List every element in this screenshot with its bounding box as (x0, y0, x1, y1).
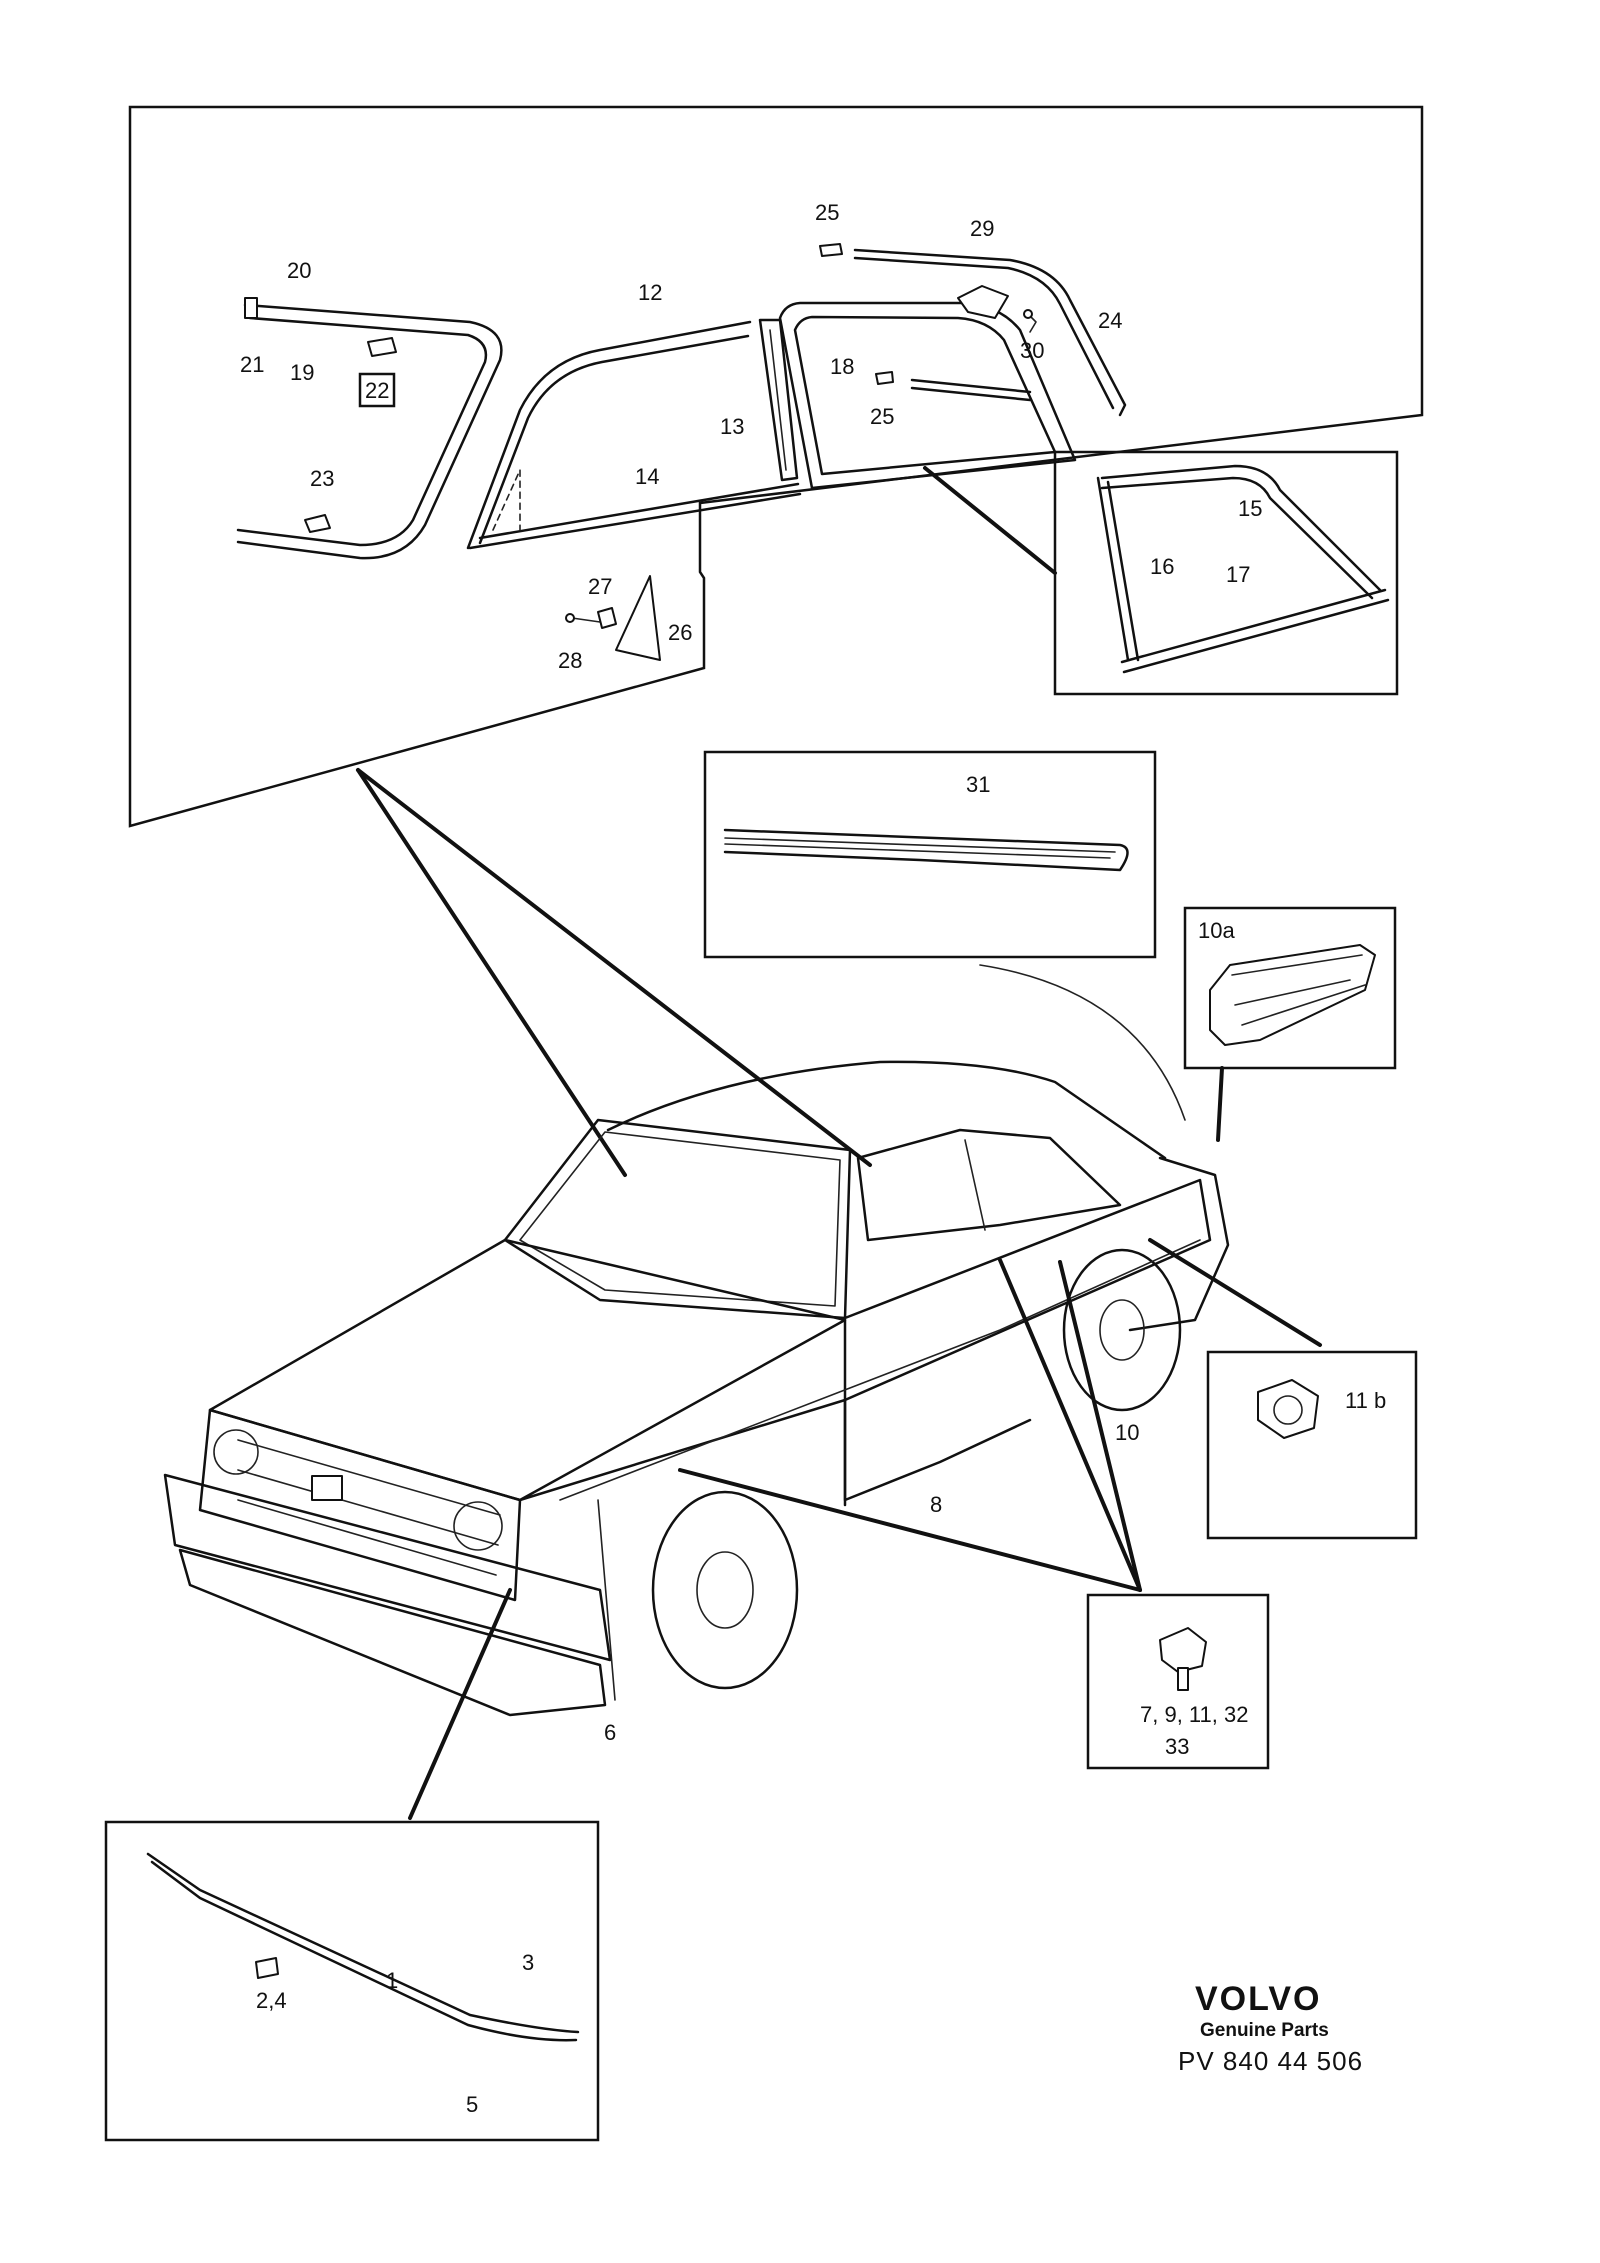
callout-24: 24 (1098, 308, 1122, 333)
front-molding-detail (104, 1588, 600, 2142)
callout-8: 8 (930, 1492, 942, 1517)
callout-11b: 11 b (1345, 1388, 1386, 1413)
callout-29: 29 (970, 216, 994, 241)
callout-31: 31 (966, 772, 990, 797)
callout-28: 28 (558, 648, 582, 673)
clip-11b-detail (1206, 1350, 1418, 1540)
callout-27: 27 (588, 574, 612, 599)
callout-arrows (356, 466, 1186, 1177)
callout-1: 1 (386, 1968, 398, 1993)
pointer-arrows (678, 1238, 1322, 1592)
callout-3: 3 (522, 1950, 534, 1975)
callout-22-box (358, 372, 396, 408)
brand-subtitle: Genuine Parts (1200, 2020, 1329, 2041)
window-trim-detail-panel (128, 105, 1424, 828)
callout-labels: 20 21 19 22 23 12 13 14 18 25 25 29 24 3… (240, 200, 1386, 2117)
part-reference: PV 840 44 506 (1178, 2046, 1363, 2076)
callout-23: 23 (310, 466, 334, 491)
clip-detail (1086, 1593, 1270, 1770)
callout-25-bottom: 25 (870, 404, 894, 429)
callout-17: 17 (1226, 562, 1250, 587)
callout-2-4: 2,4 (256, 1988, 287, 2013)
callout-33: 33 (1165, 1734, 1189, 1759)
callout-7-9-11-32: 7, 9, 11, 32 (1140, 1702, 1248, 1727)
callout-6: 6 (604, 1720, 616, 1745)
brand-logo: VOLVO (1195, 1980, 1322, 2018)
callout-5: 5 (466, 2092, 478, 2117)
callout-30: 30 (1020, 338, 1044, 363)
callout-16: 16 (1150, 554, 1174, 579)
callout-14: 14 (635, 464, 659, 489)
callout-20: 20 (287, 258, 311, 283)
callout-25-top: 25 (815, 200, 839, 225)
callout-13: 13 (720, 414, 744, 439)
car-body (163, 1060, 1230, 1717)
callout-22: 22 (365, 378, 389, 403)
callout-21: 21 (240, 352, 264, 377)
callout-19: 19 (290, 360, 314, 385)
callout-26: 26 (668, 620, 692, 645)
molding-31-detail (703, 750, 1157, 959)
callout-18: 18 (830, 354, 854, 379)
door-frame-inset (1053, 450, 1399, 696)
seal-10a-detail (1183, 906, 1397, 1142)
callout-10: 10 (1115, 1420, 1139, 1445)
callout-15: 15 (1238, 496, 1262, 521)
callout-12: 12 (638, 280, 662, 305)
callout-10a: 10a (1198, 918, 1235, 943)
brand-block: VOLVO Genuine Parts PV 840 44 506 (1178, 1980, 1363, 2076)
